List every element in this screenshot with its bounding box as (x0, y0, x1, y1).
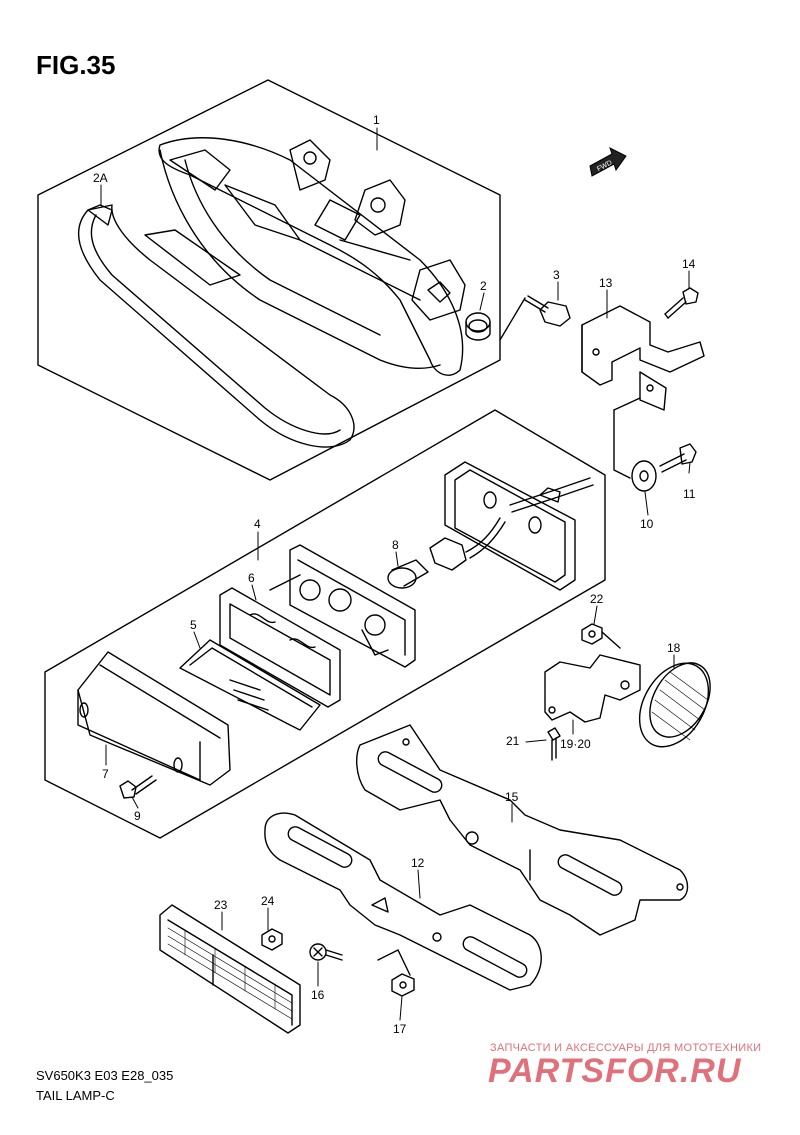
screw-9-drawing (119, 775, 157, 799)
tail-lamp-housing-drawing (144, 137, 466, 376)
bolt-drawing (499, 295, 571, 341)
bracket-13-drawing (581, 305, 705, 411)
lamp-base-drawing (444, 461, 594, 591)
part-callout-p6: 6 (248, 571, 255, 585)
part-callout-p21: 21 (506, 734, 520, 748)
license-bracket-15-drawing (356, 724, 689, 936)
figure-title: FIG.35 (36, 50, 116, 80)
nut-17-drawing (391, 973, 415, 997)
part-callout-p15: 15 (505, 790, 519, 804)
part-callout-p10: 10 (640, 517, 654, 531)
grommet-drawing (465, 312, 491, 341)
part-callout-p9: 9 (134, 809, 141, 823)
part-callout-p11: 11 (683, 487, 696, 501)
part-callout-p2a: 2A (93, 171, 108, 185)
part-callout-p23: 23 (214, 898, 228, 912)
part-callout-p22: 22 (590, 592, 604, 606)
part-callout-p13: 13 (599, 276, 613, 290)
license-bracket-12-drawing (264, 812, 542, 991)
part-callout-p1: 1 (373, 113, 380, 127)
part-callout-p14: 14 (682, 257, 696, 271)
screw-16-drawing (309, 943, 343, 961)
part-callout-p3: 3 (553, 268, 560, 282)
model-code: SV650K3 E03 E28_035 (36, 1068, 174, 1083)
nut-22-drawing (581, 623, 621, 649)
leader-13-to-10 (613, 409, 631, 479)
part-callout-p12: 12 (411, 856, 425, 870)
part-callout-p2: 2 (480, 279, 487, 293)
part-callout-p8: 8 (392, 538, 399, 552)
screw-11-drawing (659, 443, 697, 473)
section-name: TAIL LAMP-C (36, 1088, 115, 1103)
part-callout-p4: 4 (254, 517, 261, 531)
reflector-plate-drawing (179, 639, 321, 731)
group-outline-part-1 (37, 79, 501, 481)
watermark-logo: PARTSFOR.RU (488, 1052, 742, 1090)
nut-24-drawing (261, 928, 283, 951)
fwd-arrow-icon: FWD (589, 147, 627, 177)
bolt-21-drawing (547, 727, 561, 761)
gasket-drawing (219, 587, 341, 708)
part-callout-p17: 17 (393, 1022, 407, 1036)
washer-10-drawing (631, 460, 657, 492)
part-callout-p7: 7 (102, 767, 109, 781)
part-callout-p5: 5 (190, 618, 197, 632)
part-callout-p19-20: 19·20 (560, 737, 591, 751)
leader-lines (100, 127, 691, 1021)
part-callout-p16: 16 (311, 988, 325, 1002)
rear-reflector-drawing (638, 662, 711, 748)
watermark-caption: ЗАПЧАСТИ И АКСЕССУАРЫ ДЛЯ МОТОТЕХНИКИ (490, 1042, 762, 1054)
part-callout-p18: 18 (667, 641, 681, 655)
part-callout-p24: 24 (261, 894, 275, 908)
screw-14-drawing (664, 287, 699, 319)
bulb-socket-drawing (387, 517, 506, 589)
reflector-bracket-drawing (544, 654, 641, 723)
tail-lens-drawing (77, 651, 231, 786)
lens-seal-drawing (77, 204, 355, 448)
bulb-holder-plate-drawing (269, 544, 416, 668)
side-reflector-drawing (159, 904, 301, 1034)
group-outline-part-4 (44, 409, 606, 839)
